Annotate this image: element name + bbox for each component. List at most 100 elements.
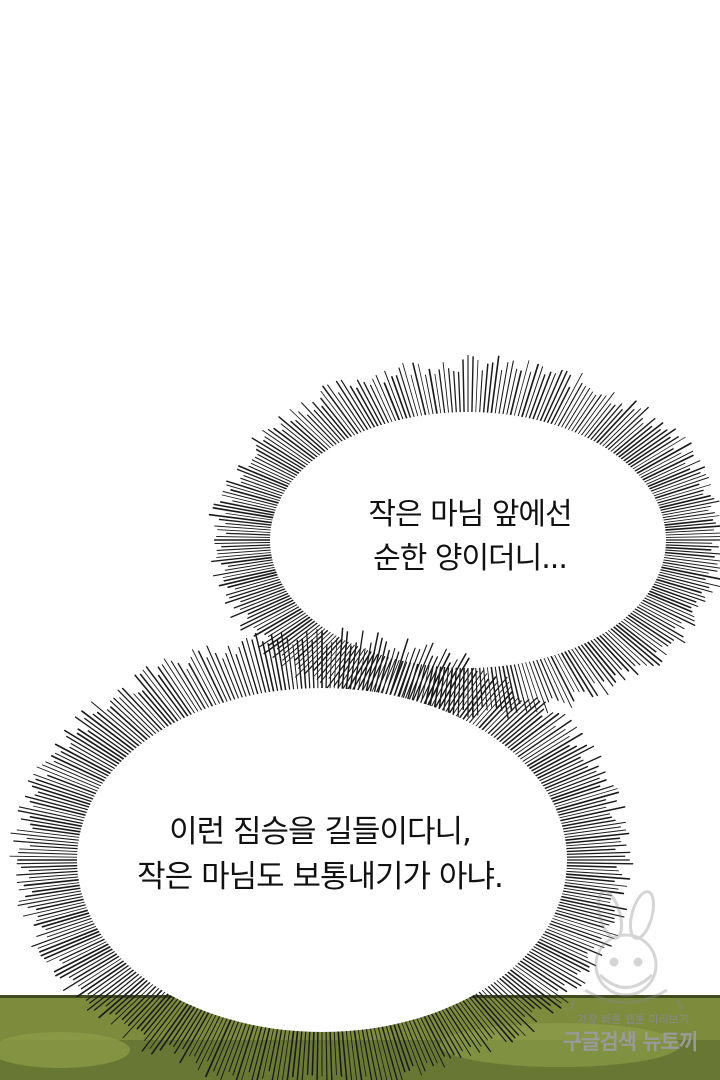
bubble-ray — [328, 639, 359, 679]
bubble-ray — [248, 465, 296, 488]
bubble-ray — [556, 819, 616, 831]
bubble-ray — [16, 875, 85, 883]
bubble-ray — [659, 544, 719, 548]
bubble-ray — [18, 889, 88, 902]
bubble-ray — [499, 969, 554, 1014]
bubble-ray — [558, 832, 630, 842]
bubble-ray — [659, 536, 720, 539]
bubble-ray — [551, 372, 583, 431]
bubble-ray — [634, 450, 694, 481]
bubble-ray — [546, 916, 615, 939]
bubble-ray — [230, 489, 286, 506]
bubble-ray — [531, 938, 590, 968]
bubble-ray — [533, 759, 584, 784]
bubble-ray — [320, 390, 359, 441]
bubble-ray — [216, 551, 278, 558]
bubble-ray — [243, 475, 292, 494]
bubble-ray — [240, 596, 300, 627]
bubble-ray — [583, 636, 616, 676]
bubble-ray — [655, 563, 709, 574]
bubble-ray — [41, 910, 96, 928]
bubble-ray — [383, 382, 403, 427]
bubble-ray — [438, 369, 447, 420]
bubble-ray — [240, 598, 302, 631]
bubble-ray — [618, 614, 663, 648]
bubble-ray — [533, 373, 557, 427]
bubble-ray — [142, 669, 186, 725]
bubble-ray — [629, 448, 674, 475]
bubble-ray — [468, 681, 510, 730]
bubble-ray — [221, 494, 283, 510]
bubble-ray — [486, 699, 530, 741]
bubble-ray — [486, 362, 494, 420]
bubble-ray — [530, 654, 550, 703]
bubble-ray — [564, 644, 599, 697]
bubble-ray — [525, 945, 578, 975]
speech-bubble-bottom — [77, 688, 567, 1032]
bubble-ray — [40, 928, 106, 957]
bubble-ray — [622, 436, 671, 470]
bubble-ray — [406, 642, 434, 706]
bubble-ray — [402, 362, 420, 423]
bubble-ray — [251, 1021, 268, 1080]
bubble-ray — [658, 553, 720, 562]
bubble-ray — [608, 622, 660, 666]
bubble-ray — [458, 676, 497, 725]
bubble-ray — [195, 1010, 223, 1064]
bubble-ray — [560, 855, 626, 858]
bubble-ray — [356, 1023, 367, 1077]
bubble-ray — [558, 829, 627, 839]
bubble-ray — [182, 1005, 209, 1050]
bubble-ray — [280, 632, 292, 697]
bubble-ray — [247, 592, 296, 615]
bubble-ray — [651, 574, 713, 593]
bubble-ray — [603, 417, 643, 455]
bubble-ray — [18, 852, 84, 856]
bubble-ray — [493, 369, 503, 420]
speech-bubble-bottom-rays — [9, 627, 634, 1080]
bubble-ray — [248, 1020, 264, 1073]
bubble-ray — [559, 870, 623, 876]
bubble-ray — [580, 637, 617, 683]
bubble-ray — [462, 359, 465, 419]
bubble-ray — [213, 1014, 238, 1072]
bubble-ray — [380, 647, 396, 700]
bubble-ray — [227, 645, 249, 703]
bubble-ray — [316, 1025, 319, 1080]
bubble-ray — [529, 940, 590, 973]
bubble-ray — [558, 878, 628, 887]
bubble-ray — [544, 918, 602, 939]
bubble-ray — [375, 374, 399, 427]
bubble-ray — [157, 666, 196, 721]
bubble-ray — [267, 609, 311, 637]
bubble-ray — [515, 372, 532, 423]
watermark-title: 구글검색 뉴토끼 — [562, 1030, 699, 1054]
bubble-ray — [87, 967, 142, 1011]
bubble-ray — [391, 652, 409, 702]
bubble-ray — [179, 1006, 213, 1064]
bubble-ray — [273, 427, 321, 464]
bubble-ray — [225, 522, 278, 529]
bubble-ray — [425, 374, 435, 421]
bubble-ray — [264, 436, 314, 469]
bubble-ray — [64, 729, 125, 768]
bubble-ray — [33, 805, 91, 820]
bubble-ray — [306, 1025, 311, 1076]
bubble-ray — [96, 711, 145, 751]
bubble-ray — [557, 821, 626, 834]
bubble-ray — [144, 993, 183, 1041]
bubble-ray — [77, 728, 130, 764]
bubble-ray — [250, 462, 298, 486]
bubble-ray — [395, 1017, 414, 1067]
bubble-ray — [493, 660, 503, 711]
bubble-ray — [253, 601, 303, 628]
bubble-ray — [261, 641, 276, 699]
bubble-ray — [60, 751, 115, 780]
bubble-ray — [624, 436, 679, 471]
bubble-ray — [62, 938, 113, 964]
bubble-ray — [533, 935, 597, 967]
bubble-ray — [392, 655, 410, 701]
bubble-ray — [84, 717, 137, 757]
bubble-ray — [482, 363, 489, 420]
bubble-ray — [477, 985, 526, 1037]
